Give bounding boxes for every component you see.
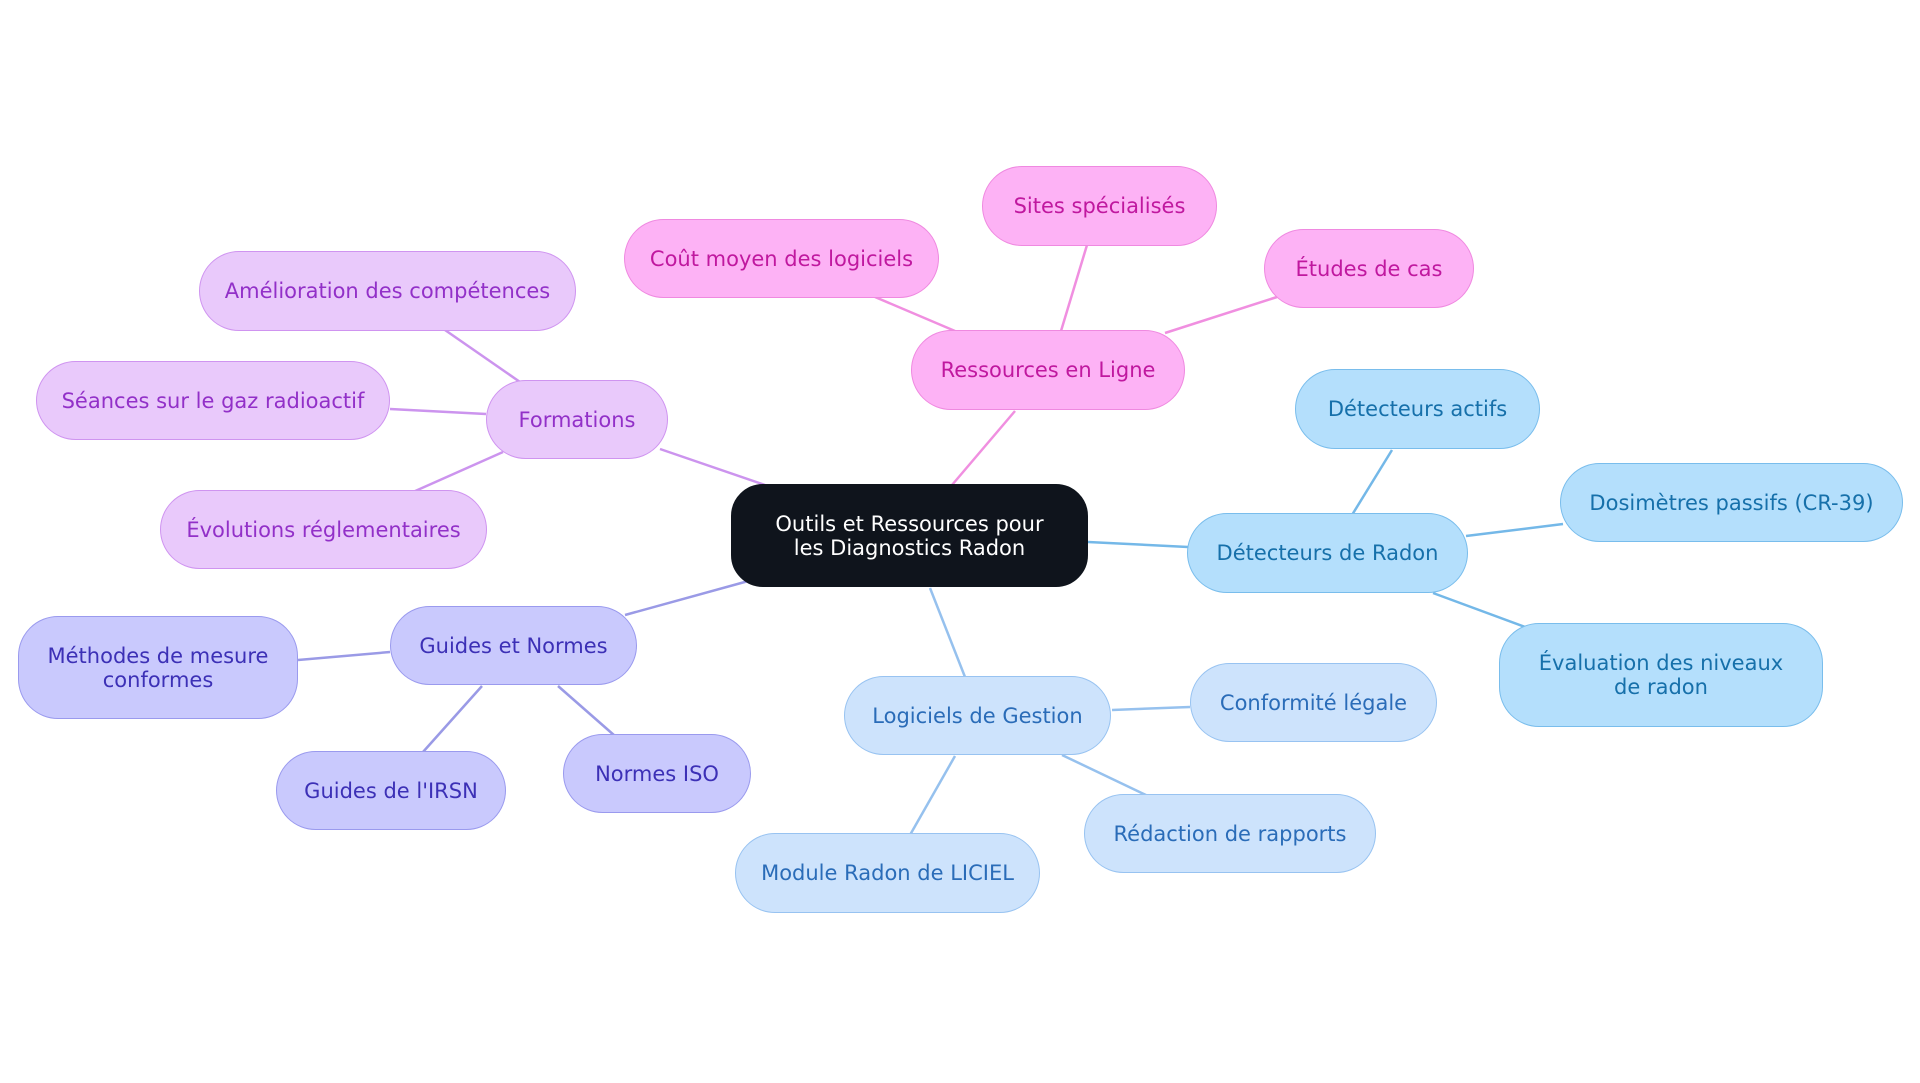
leaf-node-etudes-de-cas[interactable]: Études de cas <box>1264 229 1474 308</box>
link-ressources-sites <box>1059 244 1089 332</box>
leaf-node-guides-irsn[interactable]: Guides de l'IRSN <box>276 751 506 830</box>
link-logiciels-redaction <box>1061 753 1149 798</box>
link-ressources-cout <box>874 295 956 333</box>
leaf-node-evaluation-niveaux[interactable]: Évaluation des niveaux de radon <box>1499 623 1823 727</box>
leaf-node-methodes-mesure[interactable]: Méthodes de mesure conformes <box>18 616 298 719</box>
leaf-node-conformite-legale[interactable]: Conformité légale <box>1190 663 1437 742</box>
center-node[interactable]: Outils et Ressources pour les Diagnostic… <box>731 484 1088 587</box>
link-guides-iso <box>557 685 616 737</box>
link-formations-evolutions <box>412 450 504 494</box>
link-center-formations <box>659 447 766 487</box>
leaf-node-amelioration-competences[interactable]: Amélioration des compétences <box>199 251 576 331</box>
link-detecteurs-dosimetres <box>1465 522 1564 538</box>
link-guides-methodes <box>297 650 391 662</box>
link-center-detecteurs <box>1087 540 1189 549</box>
link-center-ressources <box>951 410 1016 486</box>
branch-node-logiciels[interactable]: Logiciels de Gestion <box>844 676 1111 755</box>
link-detecteurs-actifs <box>1350 449 1394 516</box>
link-center-logiciels <box>928 587 967 678</box>
leaf-node-evolutions-reglementaires[interactable]: Évolutions réglementaires <box>160 490 487 569</box>
link-logiciels-module <box>908 755 957 836</box>
leaf-node-module-liciel[interactable]: Module Radon de LICIEL <box>735 833 1040 913</box>
leaf-node-normes-iso[interactable]: Normes ISO <box>563 734 751 813</box>
leaf-node-cout-moyen[interactable]: Coût moyen des logiciels <box>624 219 939 298</box>
leaf-node-detecteurs-actifs[interactable]: Détecteurs actifs <box>1295 369 1540 449</box>
link-formations-amelioration <box>444 328 521 384</box>
branch-node-guides[interactable]: Guides et Normes <box>390 606 637 685</box>
branch-node-formations[interactable]: Formations <box>486 380 668 459</box>
link-center-guides <box>624 578 753 617</box>
branch-node-ressources[interactable]: Ressources en Ligne <box>911 330 1185 410</box>
leaf-node-sites-specialises[interactable]: Sites spécialisés <box>982 166 1217 246</box>
link-ressources-etudes <box>1164 295 1278 335</box>
branch-node-detecteurs[interactable]: Détecteurs de Radon <box>1187 513 1468 593</box>
link-detecteurs-evaluation <box>1432 591 1526 629</box>
link-guides-irsn <box>422 685 483 753</box>
link-formations-seances <box>389 407 487 416</box>
leaf-node-seances-gaz[interactable]: Séances sur le gaz radioactif <box>36 361 390 440</box>
link-logiciels-conformite <box>1111 705 1191 712</box>
leaf-node-redaction-rapports[interactable]: Rédaction de rapports <box>1084 794 1376 873</box>
leaf-node-dosimetres-passifs[interactable]: Dosimètres passifs (CR-39) <box>1560 463 1903 542</box>
